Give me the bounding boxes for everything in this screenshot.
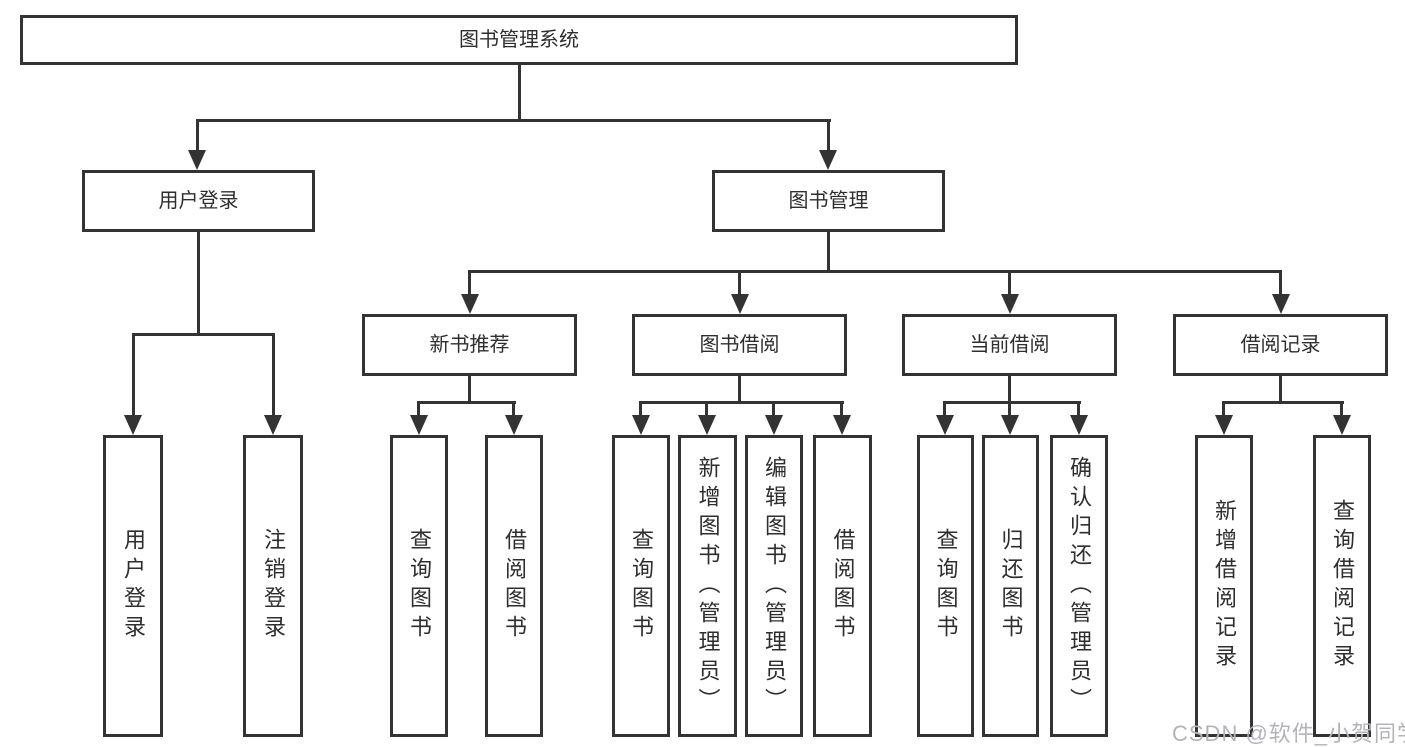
leaf-return-books: 归还图书 [982,435,1039,737]
connector-vline [468,270,471,296]
arrowhead-down-icon [632,415,650,435]
connector-vline [1279,376,1282,404]
arrowhead-down-icon [410,415,428,435]
connector-vline [197,232,200,336]
leaf-borrow-books-recommend: 借阅图书 [485,435,543,737]
arrowhead-down-icon [765,415,783,435]
connector-hline [639,401,844,404]
connector-vline [772,401,775,417]
leaf-query-borrow-record: 查询借阅记录 [1313,435,1371,737]
connector-vline [518,65,521,121]
leaf-borrow-books: 借阅图书 [813,435,872,737]
connector-vline [417,401,420,417]
node-current-borrowing: 当前借阅 [902,314,1117,376]
arrowhead-down-icon [698,415,716,435]
connector-vline [840,401,843,417]
arrowhead-down-icon [731,294,749,314]
leaf-query-books-borrowing: 查询图书 [612,435,670,737]
arrowhead-down-icon [936,415,954,435]
arrowhead-down-icon [264,415,282,435]
leaf-user-login: 用户登录 [103,435,163,737]
node-book-management: 图书管理 [712,170,945,232]
connector-vline [468,376,471,404]
connector-vline [1008,401,1011,417]
node-root-book-management-system: 图书管理系统 [20,15,1018,65]
connector-vline [132,333,135,417]
connector-vline [1077,401,1080,417]
arrowhead-down-icon [1001,294,1019,314]
connector-hline [944,401,1081,404]
connector-hline [1222,401,1344,404]
arrowhead-down-icon [1333,415,1351,435]
connector-vline [196,119,199,153]
arrowhead-down-icon [1070,415,1088,435]
connector-vline [1279,270,1282,296]
arrowhead-down-icon [461,294,479,314]
node-user-login: 用户登录 [82,170,315,232]
connector-vline [1340,401,1343,417]
connector-hline [132,333,275,336]
arrowhead-down-icon [124,415,142,435]
node-new-book-recommendation: 新书推荐 [362,314,577,376]
leaf-query-books-current: 查询图书 [917,435,974,737]
connector-vline [738,270,741,296]
connector-vline [512,401,515,417]
arrowhead-down-icon [833,415,851,435]
connector-hline [196,119,831,122]
connector-vline [1008,270,1011,296]
arrowhead-down-icon [505,415,523,435]
connector-vline [1222,401,1225,417]
connector-vline [827,232,830,273]
node-borrowing-records: 借阅记录 [1173,314,1388,376]
arrowhead-down-icon [188,150,206,170]
arrowhead-down-icon [1001,415,1019,435]
connector-hline [417,401,516,404]
leaf-edit-books-admin: 编辑图书（管理员） [745,435,803,737]
leaf-add-borrow-record: 新增借阅记录 [1195,435,1253,737]
leaf-query-books-recommend: 查询图书 [390,435,448,737]
connector-vline [1008,376,1011,404]
node-book-borrowing: 图书借阅 [632,314,847,376]
leaf-add-books-admin: 新增图书（管理员） [678,435,737,737]
arrowhead-down-icon [1215,415,1233,435]
connector-vline [738,376,741,404]
connector-vline [827,119,830,153]
connector-vline [272,333,275,417]
leaf-confirm-return-admin: 确认归还（管理员） [1050,435,1108,737]
connector-vline [705,401,708,417]
leaf-logout: 注销登录 [243,435,303,737]
arrowhead-down-icon [1272,294,1290,314]
connector-vline [639,401,642,417]
connector-vline [943,401,946,417]
watermark: CSDN @软件_小贺同学 [1172,721,1405,746]
connector-hline [468,270,1282,273]
arrowhead-down-icon [819,150,837,170]
